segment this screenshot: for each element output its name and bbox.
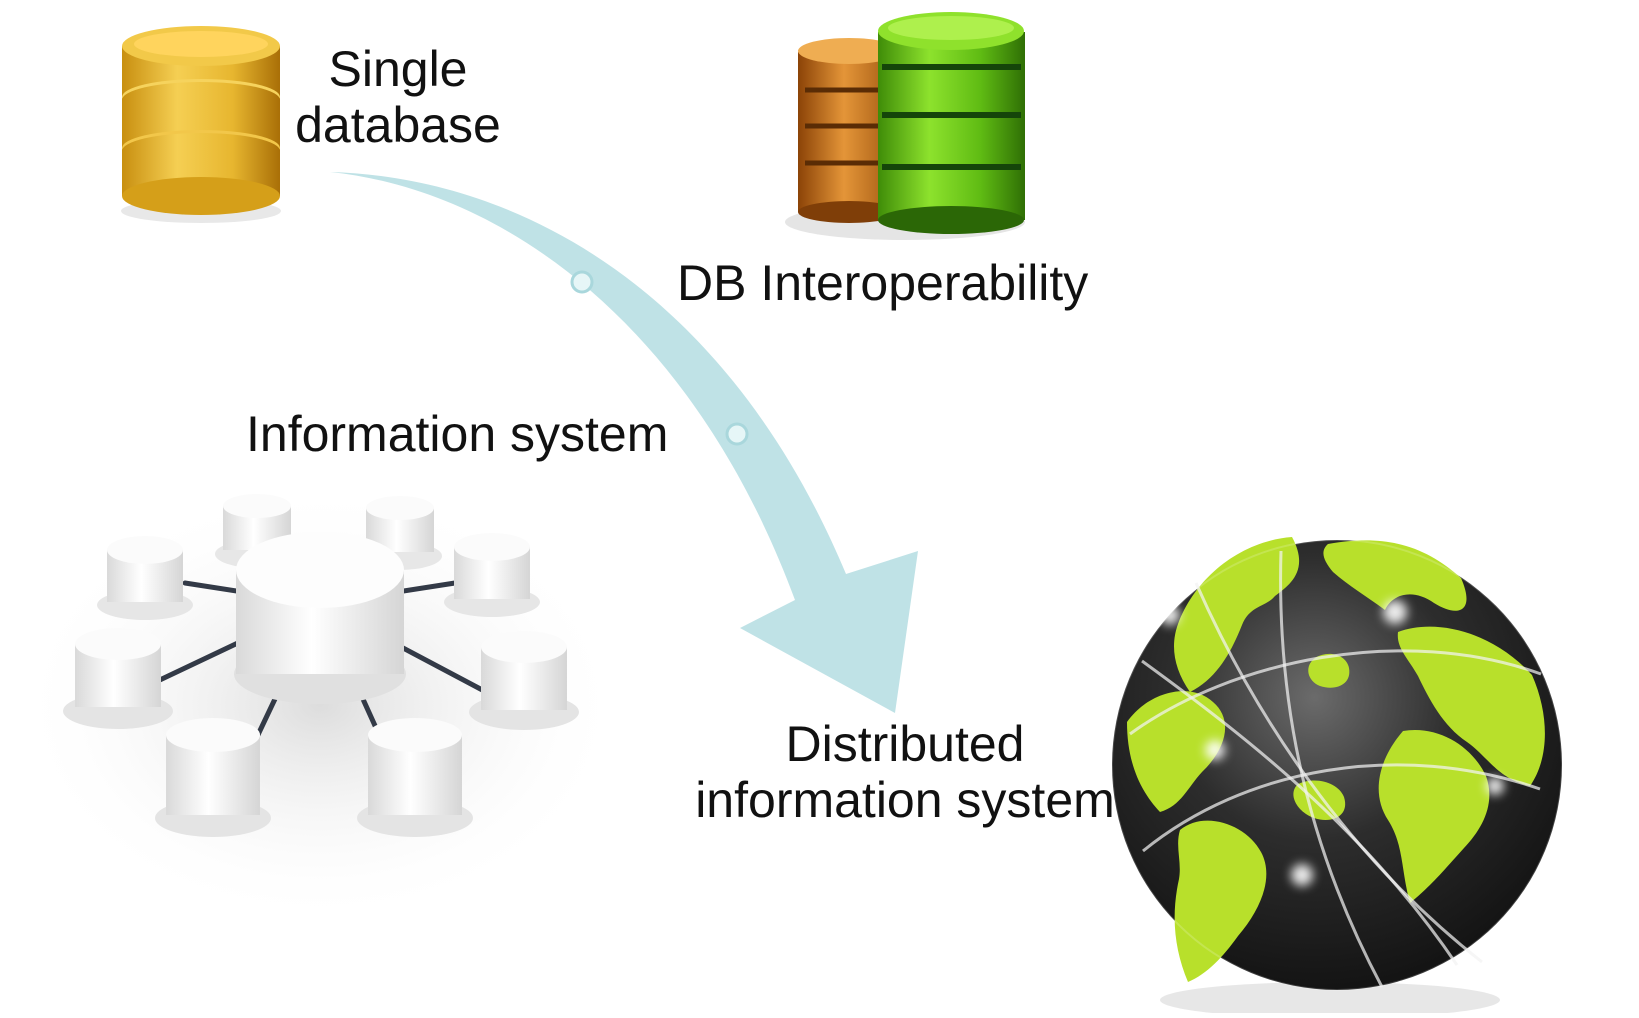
distributed-information-system-label-line-2: information system [695, 772, 1115, 828]
central-database-icon [234, 532, 406, 704]
small-database-icon [469, 631, 579, 730]
small-database-icon [63, 628, 173, 729]
information-system-label: Information system [246, 406, 669, 462]
small-database-icon [358, 496, 442, 570]
db-interoperability-label: DB Interoperability [677, 255, 1089, 311]
curved-arrow [330, 172, 918, 713]
small-database-icon [444, 533, 540, 617]
distributed-information-system-label-line-1: Distributed [785, 716, 1025, 772]
database-icon [121, 26, 281, 223]
globe-icon [1111, 537, 1563, 1018]
single-database-label-line-1: Single [328, 41, 468, 97]
database-pair-icon [785, 12, 1025, 240]
single-database-label-line-2: database [295, 97, 501, 153]
small-database-icon [357, 718, 473, 837]
single-database-label: Single database [292, 41, 504, 153]
database-network-icon [15, 485, 625, 925]
small-database-icon [97, 536, 193, 620]
small-database-icon [155, 718, 271, 837]
distributed-information-system-label: Distributed information system [690, 716, 1120, 828]
